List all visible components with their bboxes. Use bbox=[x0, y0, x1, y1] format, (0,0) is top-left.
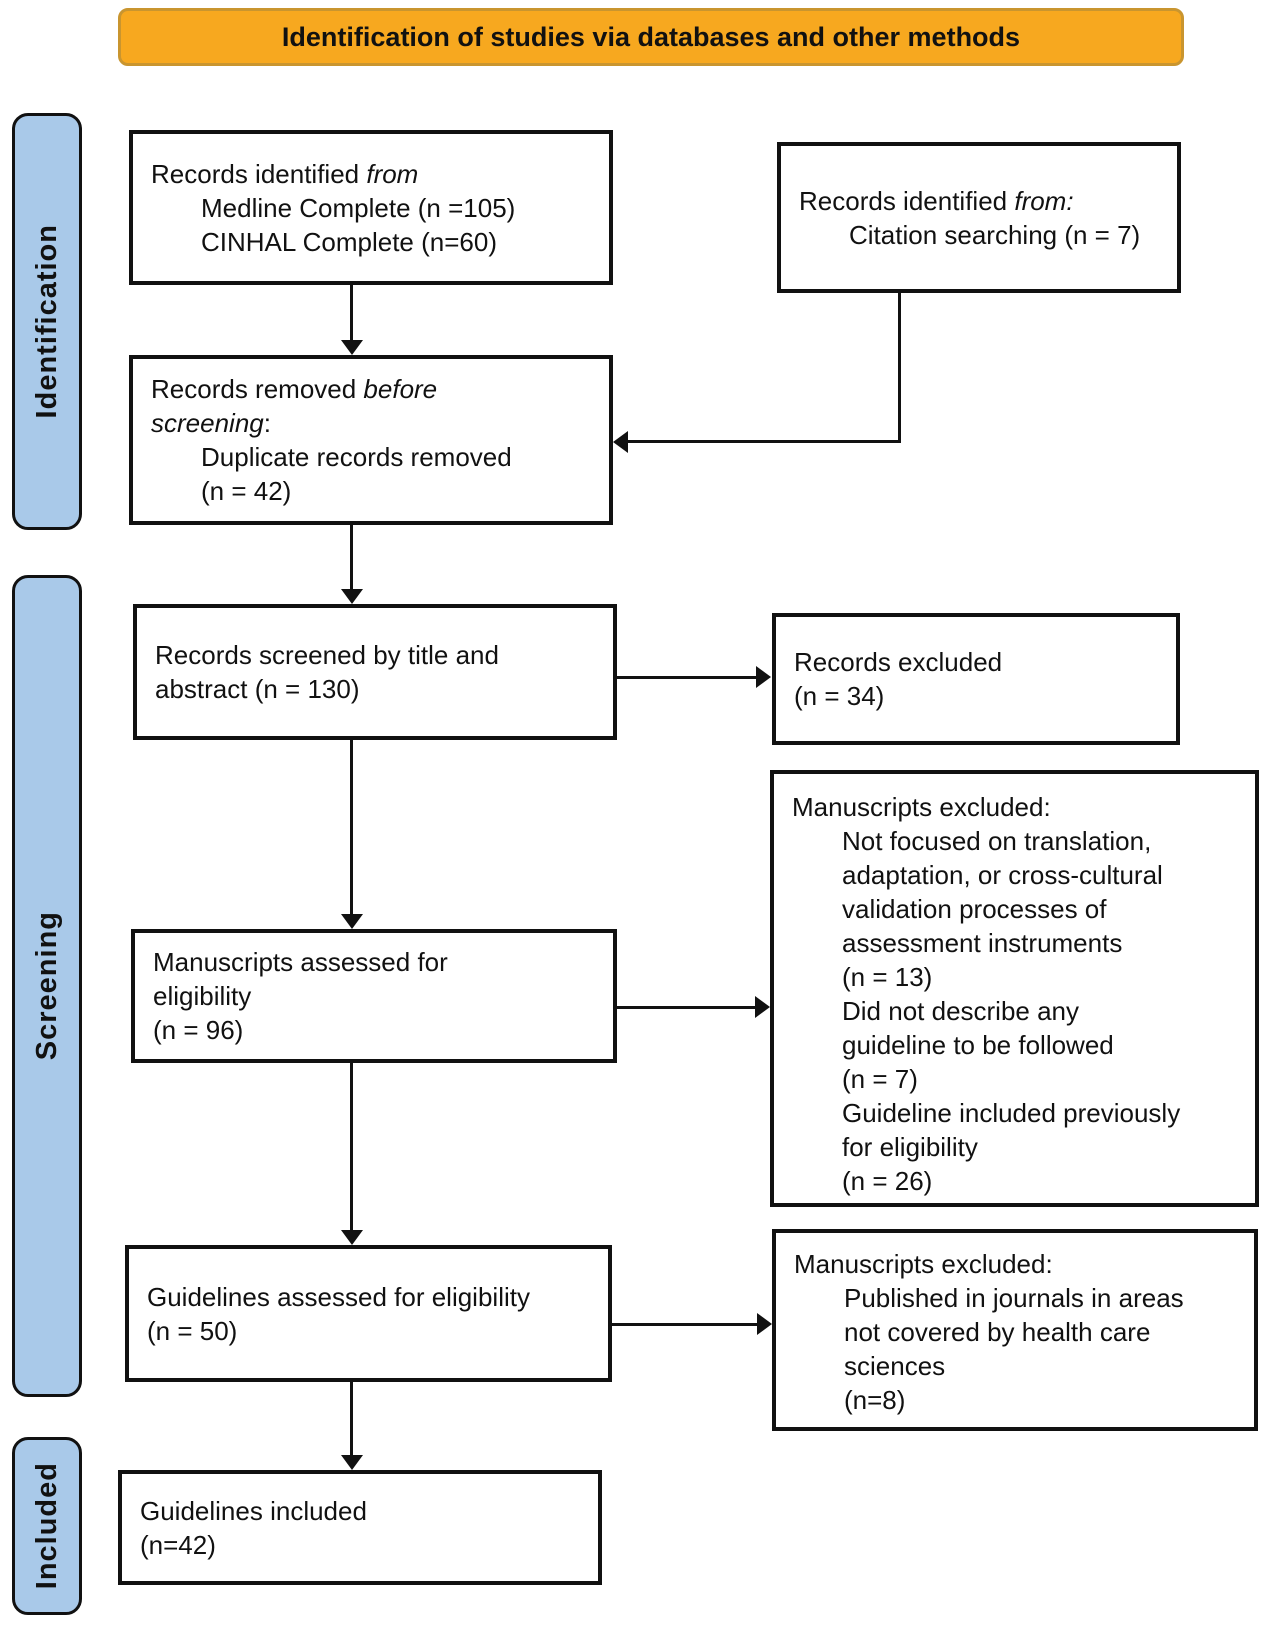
box-text-line: Records screened by title and bbox=[155, 640, 499, 670]
box-text-line: (n = 42) bbox=[201, 476, 292, 506]
box-records-excluded: Records excluded (n = 34) bbox=[772, 613, 1180, 745]
box-text-line: Manuscripts assessed for bbox=[153, 947, 448, 977]
box-text-line: eligibility bbox=[153, 981, 252, 1011]
arrow-down-icon bbox=[341, 914, 363, 929]
box-records-removed: Records removed before screening: Duplic… bbox=[129, 355, 613, 525]
box-text-line: Published in journals in areas bbox=[844, 1283, 1184, 1313]
flow-line-identified-to-removed bbox=[350, 285, 353, 342]
stage-included: Included bbox=[12, 1437, 82, 1615]
arrow-down-icon bbox=[341, 1455, 363, 1470]
flow-line-screened-to-assessed bbox=[350, 738, 353, 915]
stage-screening-label: Screening bbox=[30, 911, 63, 1061]
box-text-line: abstract (n = 130) bbox=[155, 674, 360, 704]
box-text-line: screening: bbox=[151, 408, 271, 438]
box-text-line: Not focused on translation, bbox=[842, 826, 1152, 856]
box-manuscripts-excluded-screening: Manuscripts excluded: Not focused on tra… bbox=[770, 770, 1259, 1207]
box-text-line: assessment instruments bbox=[842, 928, 1123, 958]
box-text-line: (n = 50) bbox=[147, 1315, 238, 1346]
diagram-title: Identification of studies via databases … bbox=[281, 21, 1021, 52]
box-text-line: adaptation, or cross-cultural bbox=[842, 860, 1163, 890]
box-text-line: Citation searching (n = 7) bbox=[849, 219, 1141, 250]
box-text-line: Manuscripts excluded: bbox=[794, 1249, 1053, 1279]
box-text-line: (n = 26) bbox=[842, 1166, 933, 1196]
arrow-down-icon bbox=[341, 1230, 363, 1245]
box-text-line: (n = 13) bbox=[842, 962, 933, 992]
box-text-line: Manuscripts excluded: bbox=[792, 792, 1051, 822]
stage-included-label: Included bbox=[30, 1462, 63, 1590]
flow-line-citation-to-removed bbox=[627, 440, 901, 443]
box-text-line: Records removed before bbox=[151, 374, 438, 404]
box-text-line: (n=42) bbox=[140, 1529, 216, 1560]
box-text-line: not covered by health care bbox=[844, 1317, 1151, 1347]
box-text-line: Records excluded bbox=[794, 647, 1003, 677]
flow-line-assessed-to-guidelines bbox=[350, 1063, 353, 1231]
box-text-line: validation processes of bbox=[842, 894, 1107, 924]
box-text-line: (n = 96) bbox=[153, 1015, 244, 1045]
box-manuscripts-excluded-eligibility: Manuscripts excluded: Published in journ… bbox=[772, 1229, 1258, 1431]
box-manuscripts-assessed: Manuscripts assessed for eligibility (n … bbox=[131, 929, 617, 1063]
box-text-line: Records identified from bbox=[151, 158, 419, 189]
box-guidelines-included: Guidelines included (n=42) bbox=[118, 1470, 602, 1585]
box-text-line: Medline Complete (n =105) bbox=[201, 192, 516, 223]
box-text-line: sciences bbox=[844, 1351, 946, 1381]
stage-identification: Identification bbox=[12, 113, 82, 530]
box-text-line: Duplicate records removed bbox=[201, 442, 512, 472]
box-text-line: for eligibility bbox=[842, 1132, 978, 1162]
box-text-line: CINHAL Complete (n=60) bbox=[201, 226, 497, 257]
flow-line-guidelines-to-included bbox=[350, 1382, 353, 1456]
box-text-line: Guideline included previously bbox=[842, 1098, 1181, 1128]
box-text-line: Records identified from: bbox=[799, 185, 1074, 216]
flow-line-screened-to-excluded bbox=[617, 676, 757, 679]
flow-line-citation-down bbox=[898, 293, 901, 442]
box-text-line: guideline to be followed bbox=[842, 1030, 1114, 1060]
box-text-line: (n = 34) bbox=[794, 681, 885, 711]
flow-line-removed-to-screened bbox=[350, 525, 353, 590]
box-text-line: Guidelines included bbox=[140, 1495, 367, 1526]
arrow-right-icon bbox=[755, 996, 770, 1018]
box-text-line: Did not describe any bbox=[842, 996, 1080, 1026]
stage-identification-label: Identification bbox=[30, 224, 63, 419]
arrow-right-icon bbox=[757, 1313, 772, 1335]
box-records-identified-databases: Records identified from Medline Complete… bbox=[129, 130, 613, 285]
box-guidelines-assessed: Guidelines assessed for eligibility (n =… bbox=[125, 1245, 612, 1382]
stage-screening: Screening bbox=[12, 575, 82, 1397]
diagram-title-banner: Identification of studies via databases … bbox=[118, 8, 1184, 66]
box-records-identified-citation: Records identified from: Citation search… bbox=[777, 142, 1181, 293]
arrow-down-icon bbox=[341, 340, 363, 355]
flow-line-assessed-to-excluded bbox=[617, 1006, 757, 1009]
arrow-down-icon bbox=[341, 589, 363, 604]
box-text-line: (n=8) bbox=[844, 1385, 906, 1415]
box-text-line: (n = 7) bbox=[842, 1064, 918, 1094]
flow-line-guidelines-to-excluded bbox=[612, 1323, 758, 1326]
arrow-left-icon bbox=[613, 431, 628, 453]
box-records-screened: Records screened by title and abstract (… bbox=[133, 604, 617, 740]
arrow-right-icon bbox=[756, 666, 771, 688]
box-text-line: Guidelines assessed for eligibility bbox=[147, 1281, 530, 1312]
